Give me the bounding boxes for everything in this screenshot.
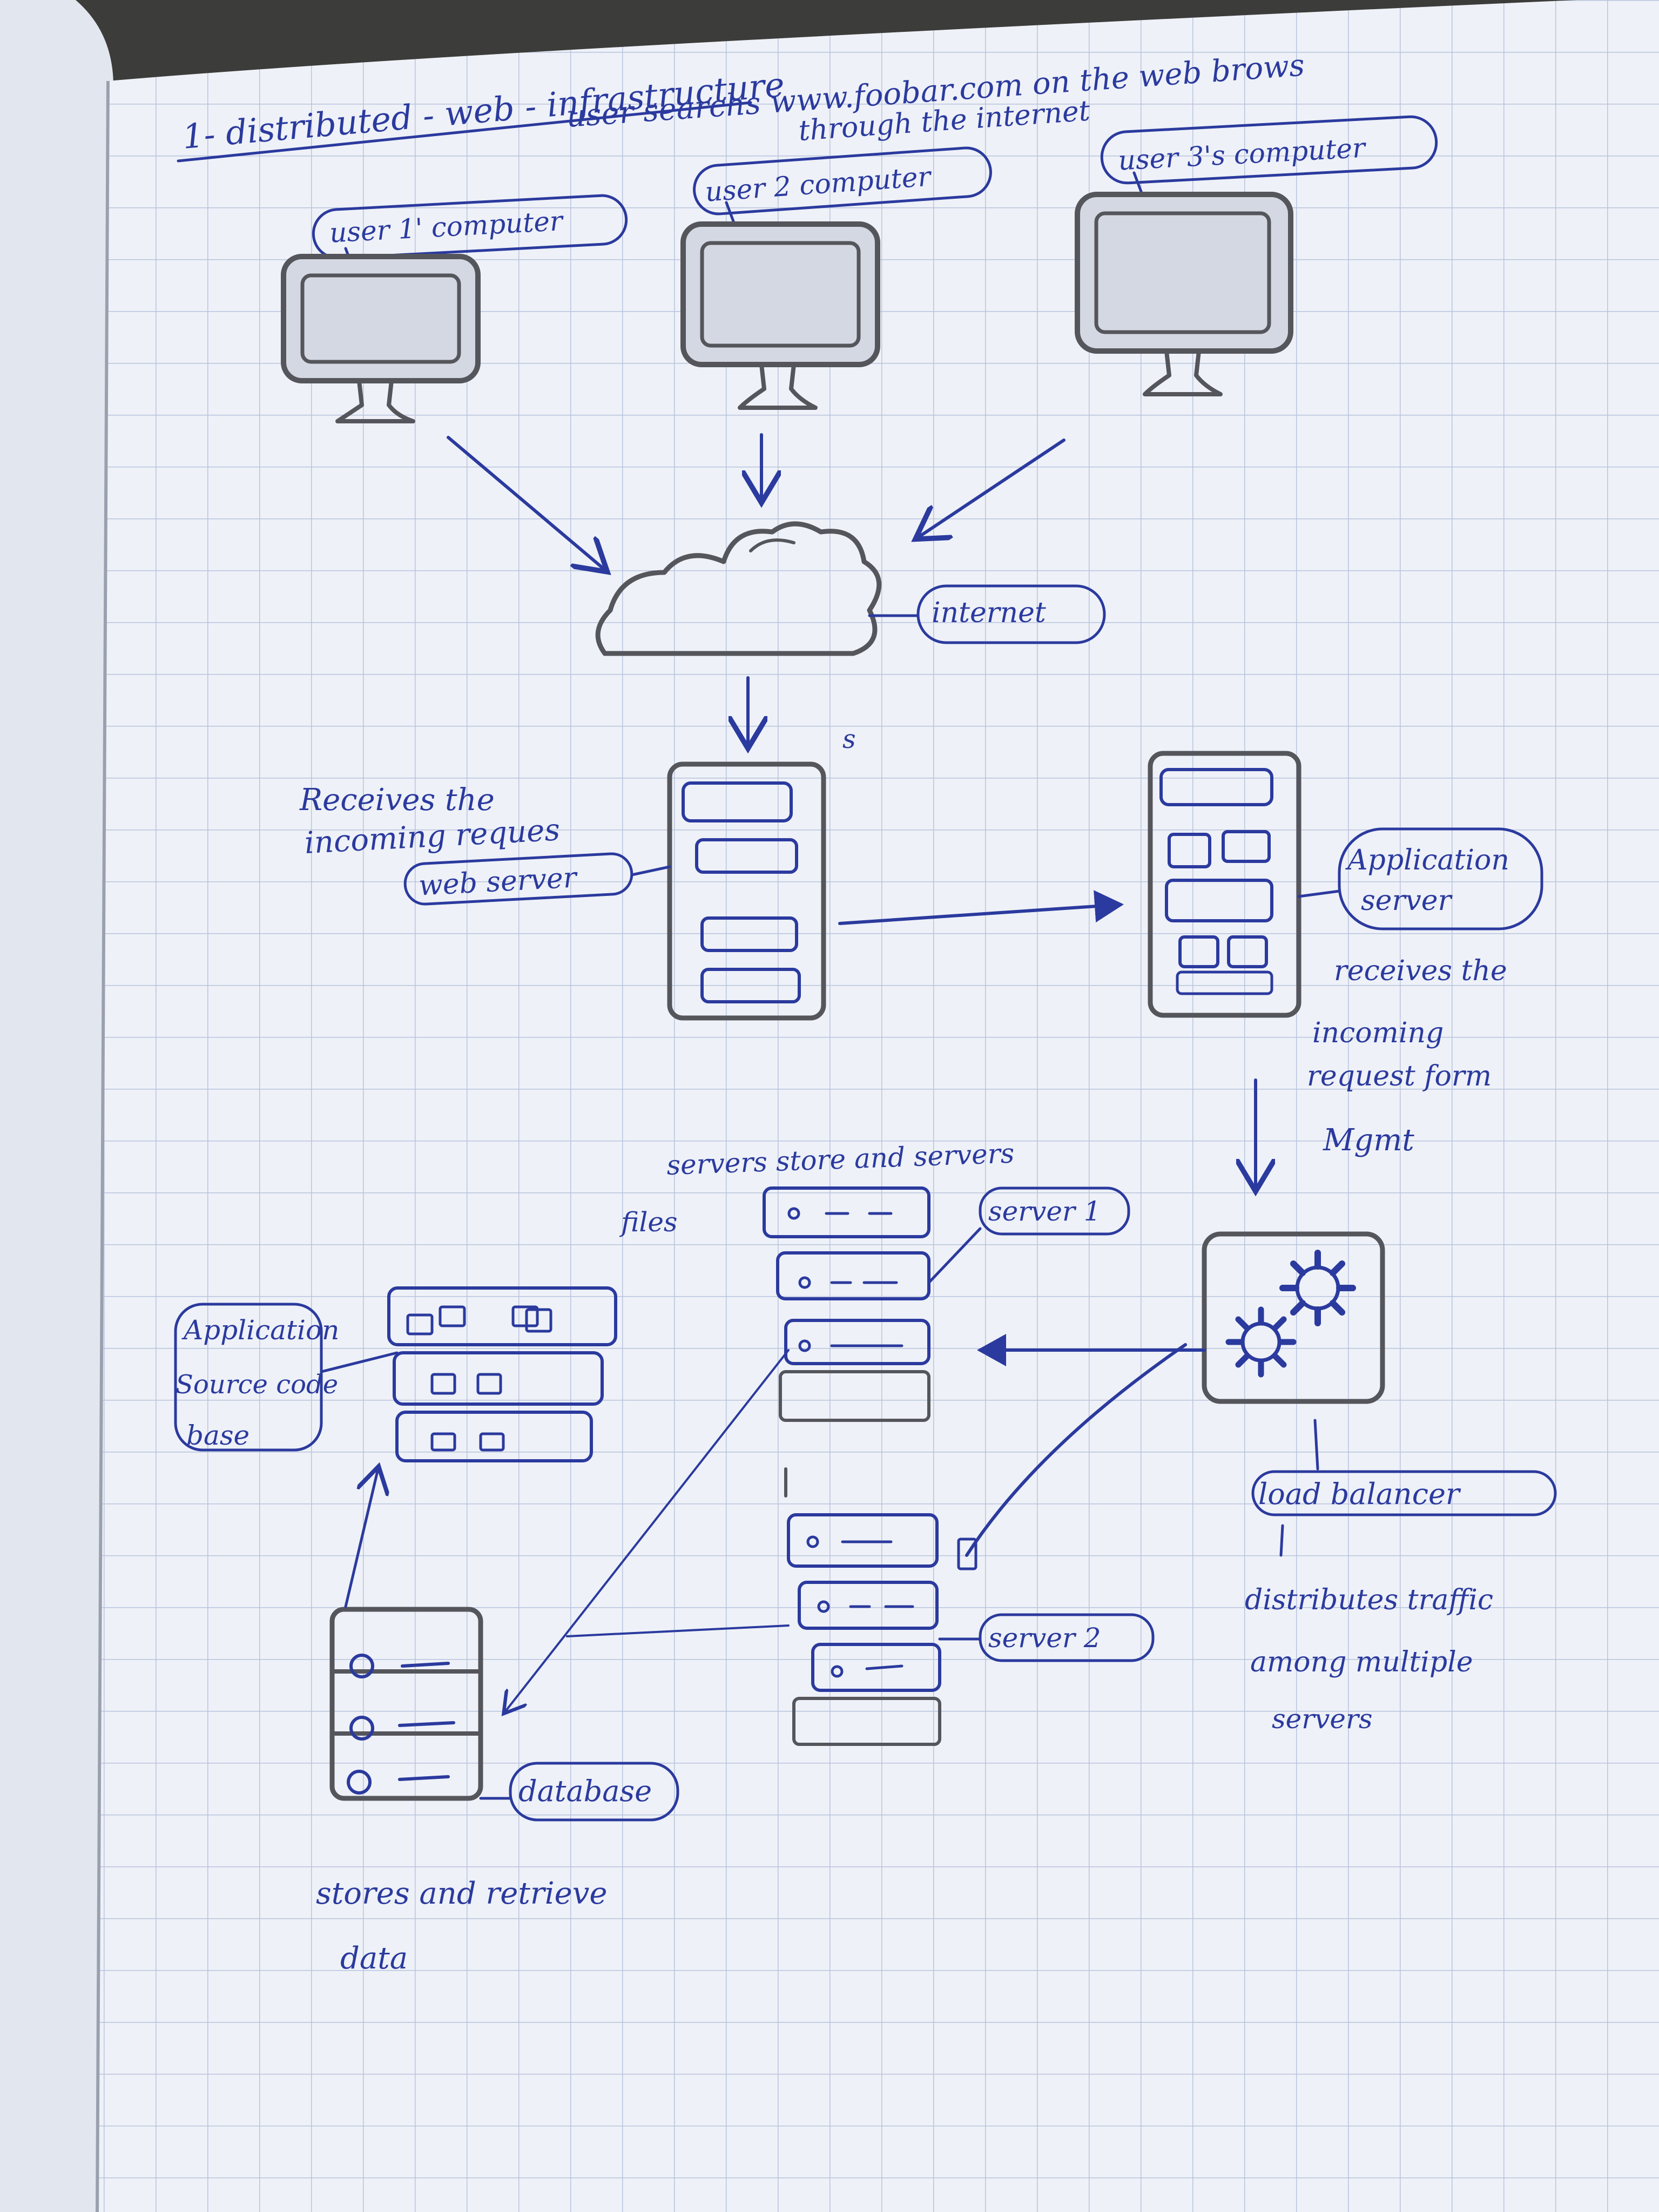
- server-unit: [787, 1513, 939, 1568]
- gears-icon: [1202, 1231, 1385, 1404]
- app-server-label-2: server: [1361, 885, 1453, 917]
- code-block: [387, 1286, 617, 1346]
- left-page: [0, 0, 113, 2212]
- user-1-bubble: [312, 194, 628, 260]
- web-server-mark: s: [842, 724, 856, 754]
- monitor-icon: [281, 254, 481, 383]
- codebase-label-1: Application: [181, 1314, 339, 1346]
- web-server: [667, 761, 826, 1021]
- arrow-lb-server2: [965, 1343, 1187, 1557]
- codebase-stack: [387, 1286, 617, 1462]
- code-block: [395, 1411, 593, 1462]
- server-unit: [811, 1643, 941, 1692]
- grid-page: [97, 0, 1659, 2212]
- page-spine: [96, 80, 110, 2212]
- app-server-desc-2: incoming: [1312, 1017, 1444, 1049]
- arrow-user1-internet: [447, 436, 605, 570]
- user-2-bubble: [693, 146, 992, 215]
- server-2-label: server 2: [988, 1622, 1101, 1654]
- load-balancer-desc-1: distributes traffic: [1245, 1584, 1493, 1616]
- server-unit: [798, 1581, 939, 1630]
- application-server: [1148, 751, 1301, 1018]
- server-1: [763, 1186, 930, 1422]
- codebase-bubble: [174, 1303, 323, 1452]
- monitor-icon: [1075, 192, 1293, 354]
- load-balancer-bubble: [1251, 1470, 1557, 1516]
- database-desc-1: stores and retrieve: [316, 1876, 608, 1911]
- server-2-bubble: [979, 1613, 1155, 1662]
- database-desc-2: data: [340, 1941, 408, 1976]
- title-underline: [177, 101, 752, 163]
- database-label: database: [518, 1774, 652, 1808]
- app-server-desc-3: request form: [1307, 1060, 1492, 1092]
- server-1-label: server 1: [988, 1196, 1101, 1227]
- database-icon: [329, 1607, 483, 1801]
- server-unit: [784, 1319, 930, 1365]
- line-server2-db: [566, 1624, 790, 1637]
- code-block: [393, 1351, 604, 1406]
- database-bubble: [509, 1762, 679, 1822]
- arrow-webserver-appserver: [838, 890, 1124, 925]
- cloud-icon: [595, 521, 882, 656]
- codebase-label-3: base: [186, 1420, 249, 1451]
- user-3-bubble: [1100, 115, 1438, 185]
- server-rack-icon: [667, 761, 826, 1021]
- load-balancer-label: load balancer: [1258, 1477, 1461, 1511]
- codebase-label-2: Source code: [176, 1370, 338, 1400]
- server-unit: [776, 1251, 930, 1300]
- arrow-db-codebase: [344, 1469, 378, 1608]
- server-2: [784, 1467, 941, 1746]
- web-server-bubble: [403, 852, 633, 906]
- server-unit: [763, 1186, 930, 1238]
- database: [329, 1607, 483, 1801]
- user-1-computer: user 1' computer: [281, 194, 628, 423]
- server-rack-icon: [1148, 751, 1301, 1018]
- servers-desc-2: files: [619, 1206, 678, 1238]
- app-server-label-1: Application: [1345, 844, 1509, 876]
- arrow-server1-db: [505, 1349, 790, 1712]
- monitor-icon: [680, 221, 880, 367]
- server-1-bubble: [979, 1186, 1130, 1236]
- load-balancer: [1202, 1231, 1385, 1404]
- app-server-desc-4: Mgmt: [1323, 1123, 1414, 1158]
- app-server-bubble: [1338, 827, 1543, 930]
- internet-bubble: [916, 584, 1106, 644]
- load-balancer-desc-2: among multiple: [1250, 1646, 1473, 1678]
- arrow-user3-internet: [918, 439, 1065, 537]
- load-balancer-desc-3: servers: [1272, 1703, 1373, 1735]
- internet-label: internet: [932, 597, 1046, 629]
- web-server-desc-1: Receives the: [299, 783, 495, 818]
- app-server-desc-1: receives the: [1334, 955, 1507, 987]
- internet-cloud: [595, 521, 882, 656]
